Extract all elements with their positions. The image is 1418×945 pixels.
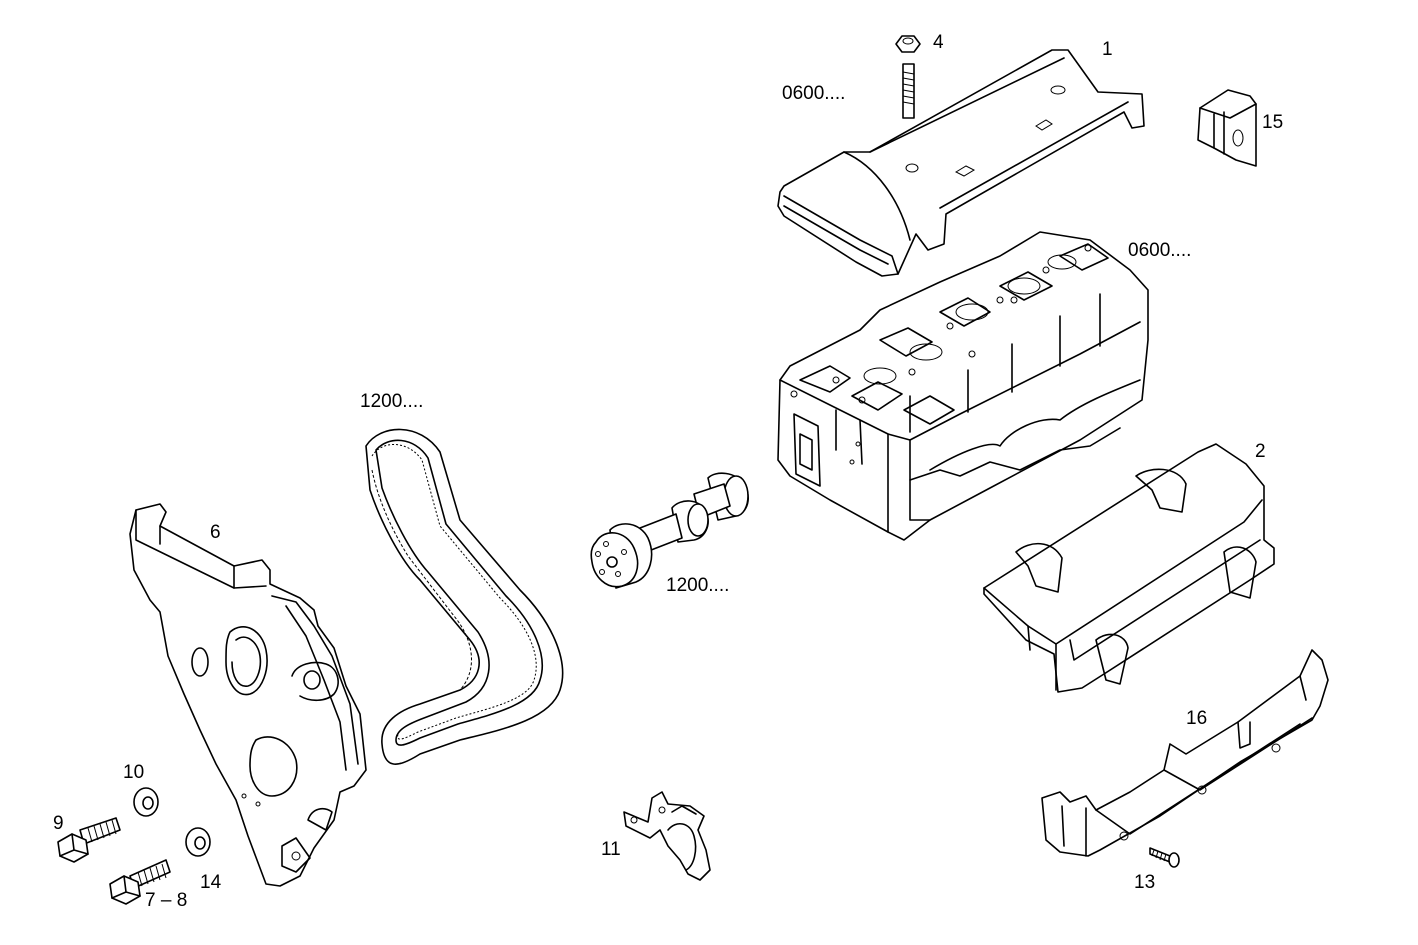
label-part-10: 10 <box>123 762 145 783</box>
stud-nut-part-4 <box>895 35 921 119</box>
top-cover-part-1 <box>777 49 1145 277</box>
bracket-part-16 <box>1041 649 1329 857</box>
label-part-4: 4 <box>933 32 944 53</box>
label-ref-0600-top: 0600.... <box>782 83 846 104</box>
label-part-2: 2 <box>1255 441 1266 462</box>
camshaft <box>590 472 749 589</box>
bolt-part-7-8 <box>109 859 171 905</box>
clip-part-15 <box>1197 89 1257 167</box>
lower-cover-part-2 <box>983 443 1275 693</box>
screw-part-13 <box>1149 847 1180 868</box>
bolt-part-9 <box>57 817 121 863</box>
label-ref-1200-cam: 1200.... <box>666 575 730 596</box>
label-part-15: 15 <box>1262 112 1284 133</box>
label-part-14: 14 <box>200 872 222 893</box>
washer-part-14 <box>185 827 211 857</box>
label-ref-0600-head: 0600.... <box>1128 240 1192 261</box>
label-part-1: 1 <box>1102 39 1113 60</box>
label-part-6: 6 <box>210 522 221 543</box>
sensor-part-11 <box>623 791 711 881</box>
label-ref-1200-belt: 1200.... <box>360 391 424 412</box>
cylinder-head <box>777 231 1149 541</box>
label-part-9: 9 <box>53 813 64 834</box>
label-part-13: 13 <box>1134 872 1156 893</box>
timing-cover-part-6 <box>129 503 367 887</box>
washer-part-10 <box>133 787 159 817</box>
timing-belt <box>365 428 564 765</box>
label-part-11: 11 <box>601 839 621 860</box>
label-part-16: 16 <box>1186 708 1208 729</box>
label-part-7-8: 7 – 8 <box>145 890 188 911</box>
